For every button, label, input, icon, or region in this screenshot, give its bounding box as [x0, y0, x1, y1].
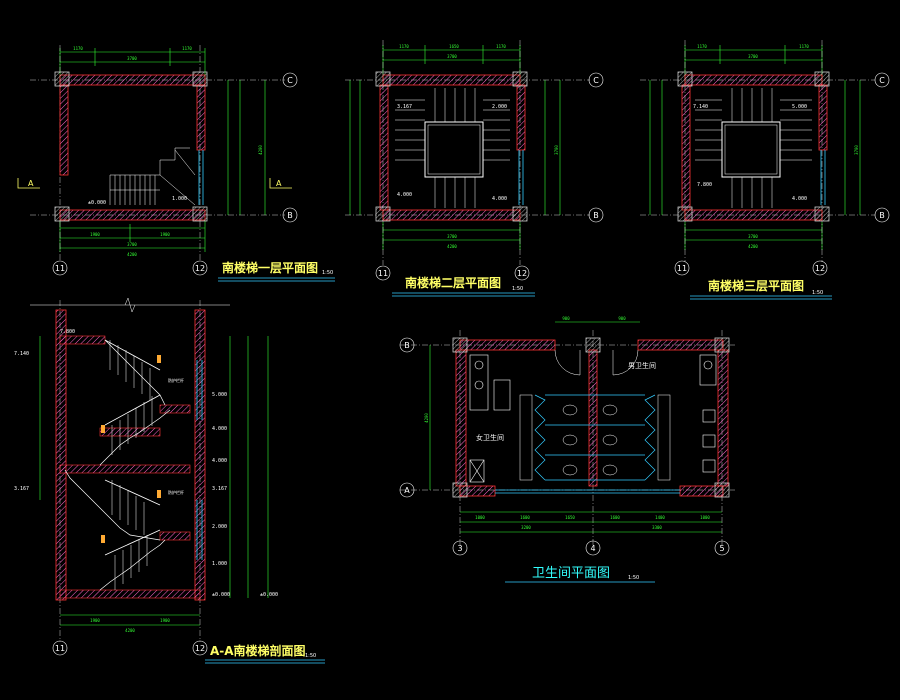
dim-text: 1000	[475, 515, 485, 520]
grid-11-bubble: 11	[55, 264, 65, 273]
grid-b-bubble: B	[404, 341, 410, 350]
level-mark: 5.000	[212, 392, 227, 398]
dim-text: 1650	[449, 44, 459, 49]
dim-text: 1600	[520, 515, 530, 520]
grid-c-bubble: C	[593, 76, 599, 85]
level-mark: 2.000	[492, 104, 507, 110]
dim-text: 1170	[799, 44, 809, 49]
plan-3-scale: 1:50	[812, 290, 823, 296]
dim-text: 1170	[697, 44, 707, 49]
level-mark: 2.000	[212, 524, 227, 530]
grid-11-bubble: 11	[55, 644, 65, 653]
dim-text: 1400	[655, 515, 665, 520]
dim-text: 1900	[160, 618, 170, 623]
level-mark: 7.800	[697, 182, 712, 188]
dim-text: 3200	[521, 525, 531, 530]
dim-text: 1650	[565, 515, 575, 520]
dim-text: 900	[562, 316, 570, 321]
level-mark: 4.000	[212, 458, 227, 464]
plan-2-scale: 1:50	[512, 286, 523, 292]
toilet-plan: B A 3 4 5 女卫生间 男卫生间 900 900 4200 1000 16…	[399, 316, 735, 583]
level-mark: ±0.000	[212, 592, 230, 598]
level-mark: 3.167	[212, 486, 227, 492]
grid-b-bubble: B	[287, 211, 293, 220]
dim-text: 3300	[652, 525, 662, 530]
plan-2: 11 12 C B 1170 1650 1170 3700 3700 4200 …	[345, 40, 604, 297]
plan-1: 11 12 C B A A 1170 3700 1170 1900 1900 3…	[17, 45, 335, 282]
grid-11-bubble: 11	[677, 264, 687, 273]
level-mark: 5.000	[792, 104, 807, 110]
dim-text: 3700	[127, 56, 137, 61]
dim-text: 1170	[399, 44, 409, 49]
level-mark: 4.000	[212, 426, 227, 432]
level-mark: 4.000	[397, 192, 412, 198]
grid-12-bubble: 12	[517, 269, 527, 278]
level-mark: ±0.000	[260, 592, 278, 598]
dim-text: 3700	[748, 234, 758, 239]
section-mark-right: A	[276, 179, 282, 188]
dim-text: 4200	[258, 145, 263, 155]
dim-text: 1900	[160, 232, 170, 237]
level-mark: 3.167	[14, 486, 29, 492]
plan-1-title: 南楼梯一层平面图	[222, 260, 318, 275]
grid-c-bubble: C	[879, 76, 885, 85]
section-aa: 11 12 7.800 7.140 5.000 4.000 4.000 3.16…	[14, 297, 325, 664]
section-note: 防护栏杆	[168, 489, 184, 495]
grid-12-bubble: 12	[195, 644, 205, 653]
dim-text: 3700	[854, 145, 859, 155]
dim-text: 3700	[748, 54, 758, 59]
dim-text: 3700	[127, 242, 137, 247]
level-mark: 3.167	[397, 104, 412, 110]
dim-text: 4200	[424, 413, 429, 423]
toilet-scale: 1:50	[628, 575, 639, 581]
dim-text: 4200	[127, 252, 137, 257]
grid-4-bubble: 4	[590, 544, 595, 553]
grid-b-bubble: B	[593, 211, 599, 220]
dim-text: 1900	[90, 618, 100, 623]
grid-3-bubble: 3	[457, 544, 462, 553]
level-mark: 1.000	[172, 196, 187, 202]
level-mark: 7.140	[14, 351, 29, 357]
level-mark: 4.000	[792, 196, 807, 202]
grid-12-bubble: 12	[195, 264, 205, 273]
level-mark: 4.000	[492, 196, 507, 202]
level-mark: 1.000	[212, 561, 227, 567]
plan-3-title: 南楼梯三层平面图	[708, 278, 804, 293]
grid-b-bubble: B	[879, 211, 885, 220]
grid-5-bubble: 5	[719, 544, 724, 553]
dim-text: 4200	[748, 244, 758, 249]
plan-2-title: 南楼梯二层平面图	[405, 275, 501, 290]
room-label-male: 男卫生间	[628, 361, 656, 370]
dim-text: 4200	[125, 628, 135, 633]
grid-12-bubble: 12	[815, 264, 825, 273]
section-title: A-A南楼梯剖面图	[210, 643, 306, 658]
dim-text: 1900	[90, 232, 100, 237]
dim-text: 1170	[182, 46, 192, 51]
level-mark: 7.800	[60, 329, 75, 335]
section-scale: 1:50	[305, 653, 316, 659]
toilet-title: 卫生间平面图	[532, 566, 610, 581]
grid-a-bubble: A	[404, 486, 410, 495]
dim-text: 4200	[447, 244, 457, 249]
dim-text: 1170	[496, 44, 506, 49]
dim-text: 3700	[554, 145, 559, 155]
section-note: 防护栏杆	[168, 377, 184, 383]
level-mark: ±0.000	[88, 200, 106, 206]
grid-11-bubble: 11	[378, 269, 388, 278]
dim-text: 3700	[447, 234, 457, 239]
plan-1-scale: 1:50	[322, 270, 333, 276]
dim-text: 1600	[610, 515, 620, 520]
dim-text: 1000	[700, 515, 710, 520]
grid-c-bubble: C	[287, 76, 293, 85]
level-mark: 7.140	[693, 104, 708, 110]
dim-text: 1170	[73, 46, 83, 51]
dim-text: 3700	[447, 54, 457, 59]
plan-3: 11 12 C B 1170 1170 3700 3700 4200 3700 …	[640, 40, 890, 300]
dim-text: 900	[618, 316, 626, 321]
section-mark-left: A	[28, 179, 34, 188]
room-label-female: 女卫生间	[476, 433, 504, 442]
